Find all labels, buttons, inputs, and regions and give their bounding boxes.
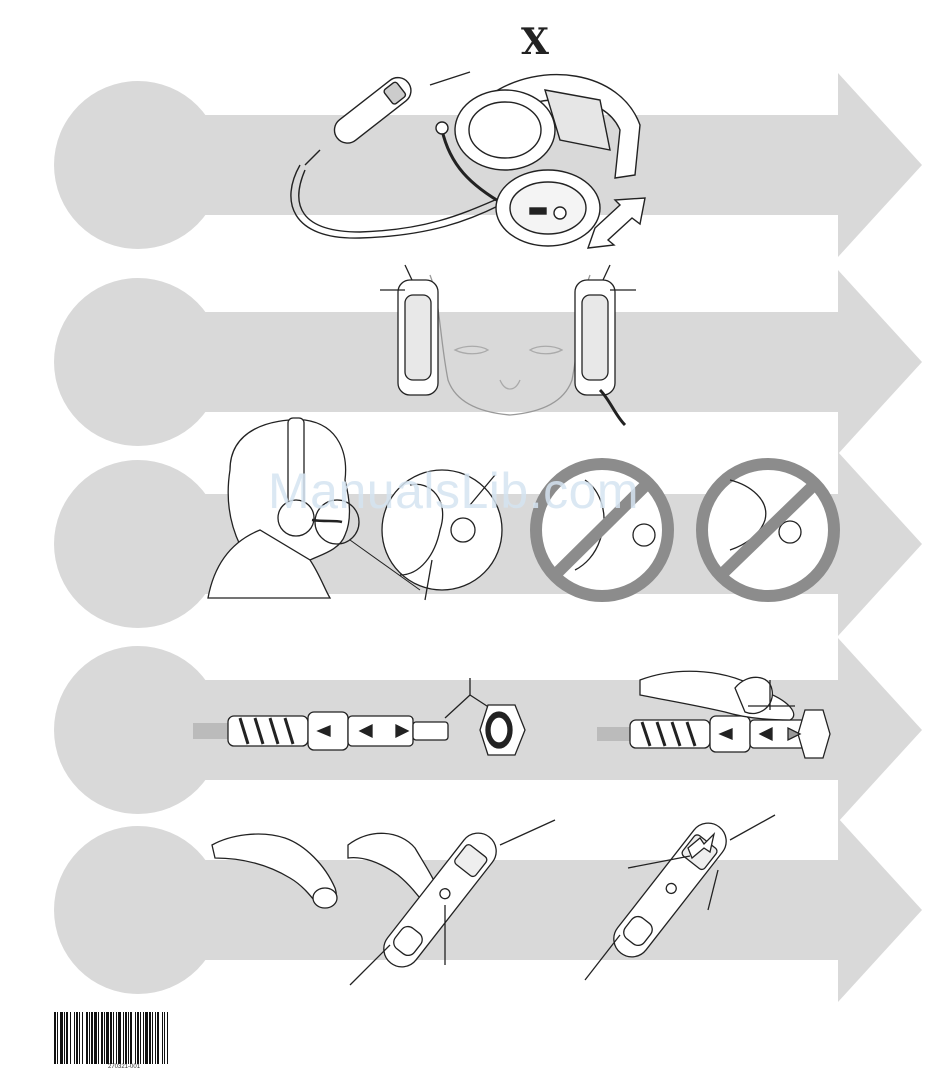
watermark-text: ManualsLib.com [268, 462, 639, 520]
barcode-number: 270321-001 [108, 1064, 140, 1070]
step-band-2 [54, 270, 922, 454]
barcode-image [54, 1012, 168, 1064]
